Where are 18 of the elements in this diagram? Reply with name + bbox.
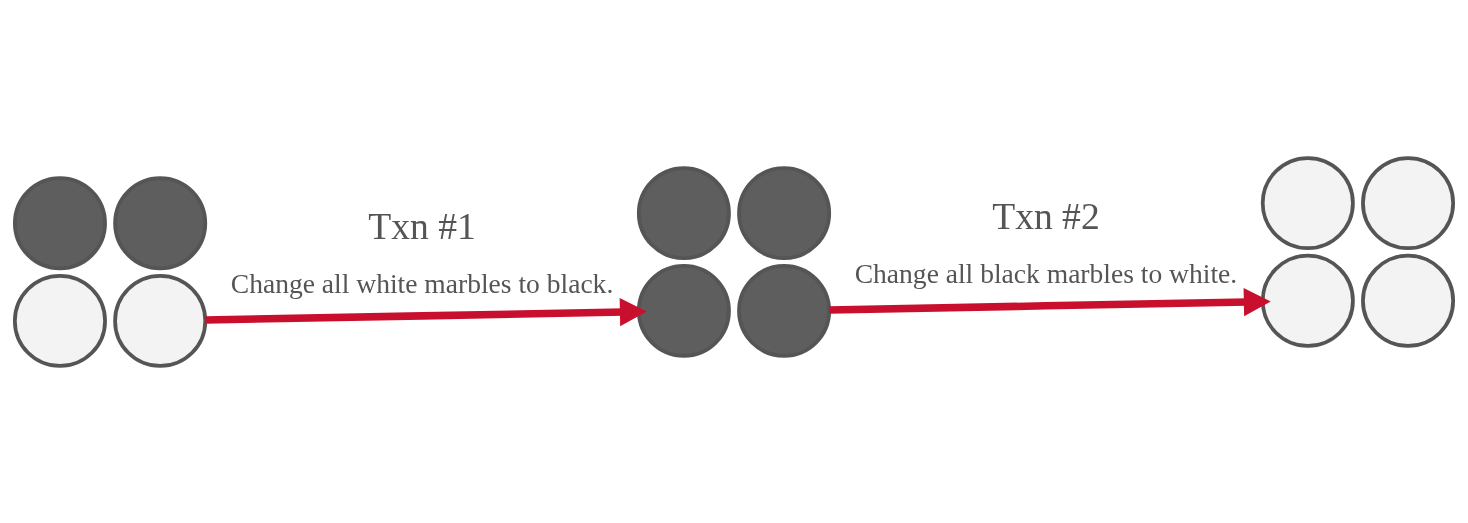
arrow — [205, 297, 647, 326]
node-circle — [1361, 253, 1456, 348]
node-circle — [113, 175, 208, 270]
node-circle — [737, 263, 832, 358]
node-circle — [1361, 155, 1456, 250]
node-circle — [1260, 155, 1355, 250]
arrow — [829, 287, 1271, 316]
node-circle — [12, 175, 107, 270]
label: Change all black marbles to white. — [854, 257, 1238, 289]
node-circle — [12, 273, 107, 368]
node-circle — [1260, 253, 1355, 348]
label: Txn #1 — [368, 205, 476, 247]
node-circle — [113, 273, 208, 368]
node-circle — [636, 263, 731, 358]
label: Txn #2 — [992, 195, 1100, 237]
label: Change all white marbles to black. — [230, 267, 614, 299]
node-circle — [636, 165, 731, 260]
node-circle — [737, 165, 832, 260]
